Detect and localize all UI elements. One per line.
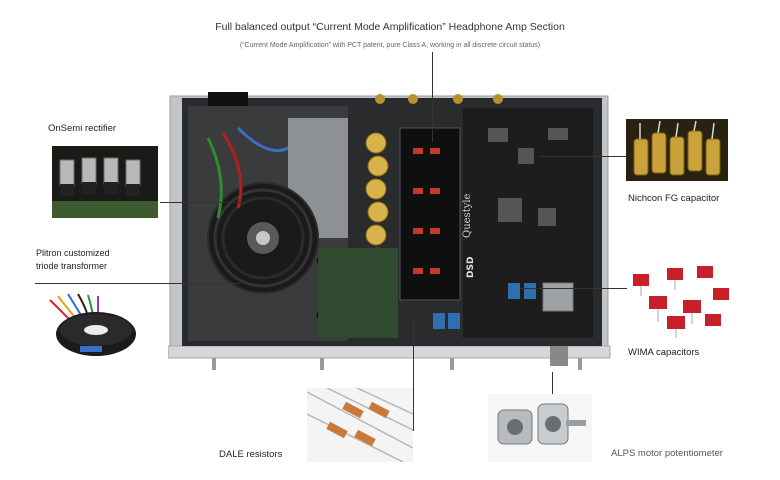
wima-leader-line (520, 288, 628, 289)
onsemi-leader-line (160, 202, 245, 203)
dsd-badge: DSD (466, 257, 476, 278)
dale-resistor-photo (307, 388, 413, 462)
onsemi-label: OnSemi rectifier (48, 123, 117, 134)
wima-label: WIMA capacitors (628, 347, 700, 358)
plitron-transformer-photo (30, 290, 142, 362)
dale-label: DALE resistors (219, 449, 283, 460)
section-title: Full balanced output “Current Mode Ampli… (215, 21, 565, 33)
title-leader-line (432, 52, 433, 142)
plitron-label-line1: Plitron customized (36, 248, 110, 258)
alps-leader-line (552, 372, 553, 397)
wima-capacitor-photo (627, 262, 731, 340)
nichicon-leader-line (540, 156, 628, 157)
alps-potentiometer-photo (488, 394, 592, 462)
alps-label: ALPS motor potentiometer (611, 448, 723, 459)
nichicon-capacitor-photo (626, 119, 728, 181)
plitron-label: Plitron customized triode transformer (36, 247, 110, 273)
nichicon-label: Nichcon FG capacitor (628, 193, 720, 204)
section-subtitle: (“Current Mode Amplification” with PCT p… (239, 42, 541, 49)
plitron-leader-line (35, 283, 240, 284)
brand-mark: Questyle (462, 193, 473, 238)
dale-leader-line (413, 318, 414, 431)
plitron-label-line2: triode transformer (36, 261, 108, 271)
onsemi-rectifier-photo (52, 146, 158, 218)
amplifier-internal-photo: Questyle DSD (168, 92, 611, 370)
